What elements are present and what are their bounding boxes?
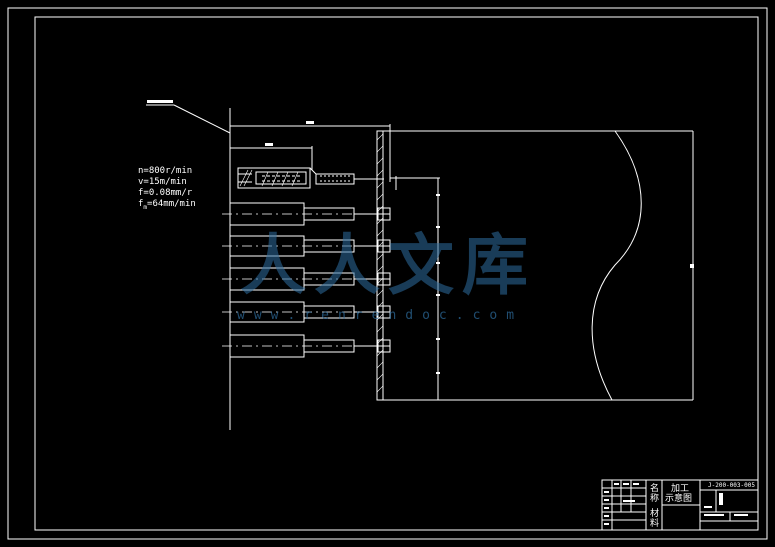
leader-label-bar: [147, 100, 173, 103]
watermark-text: 人人文库: [240, 227, 536, 304]
workpiece-mark: [690, 264, 694, 268]
param-feed-per-rev: f=0.08mm/r: [138, 188, 193, 198]
tool-holder-4: [222, 267, 390, 291]
title-block-title-line1: 加工: [671, 484, 690, 494]
title-block-material-char2: 料: [650, 519, 660, 529]
drill-bits: [377, 207, 391, 353]
leader-line: [173, 104, 231, 134]
title-block-marks: [604, 483, 748, 525]
param-feed-per-min-value: =64mm/min: [147, 199, 196, 209]
title-block-name-char2: 称: [650, 494, 660, 504]
tool-holder-1-hatch: [239, 169, 299, 187]
watermark-url: www.renrendoc.com: [237, 308, 524, 323]
title-block-material-char1: 材: [650, 509, 660, 519]
param-feed-per-min-subscript: m: [143, 204, 148, 211]
workpiece-outline: [383, 130, 642, 401]
tool-holder-3: [222, 235, 390, 257]
dim-chain-ticks: [436, 194, 440, 374]
tool-holder-5: [222, 301, 390, 323]
param-feed-per-min-symbol: f: [138, 199, 144, 209]
dim-text-second: [265, 143, 273, 146]
title-block-title-line2: 示意图: [665, 494, 693, 504]
outer-border: [7, 7, 768, 540]
param-feed-per-min: fm=64mm/min: [138, 199, 196, 211]
title-block-name-char1: 名: [650, 484, 660, 494]
dim-text-top: [306, 121, 314, 124]
param-cutting-speed: v=15m/min: [138, 177, 187, 187]
inner-border: [34, 16, 759, 531]
title-block-drawing-number: J-200-003-005: [708, 482, 755, 489]
tool-holder-2: [222, 202, 390, 226]
tool-holder-6: [222, 334, 390, 358]
tool-holder-1: [237, 167, 384, 189]
fixture-plate-hatch: [376, 133, 384, 393]
fixture-plate: [376, 130, 384, 401]
param-spindle-speed: n=800r/min: [138, 166, 193, 176]
title-block: [601, 479, 759, 531]
